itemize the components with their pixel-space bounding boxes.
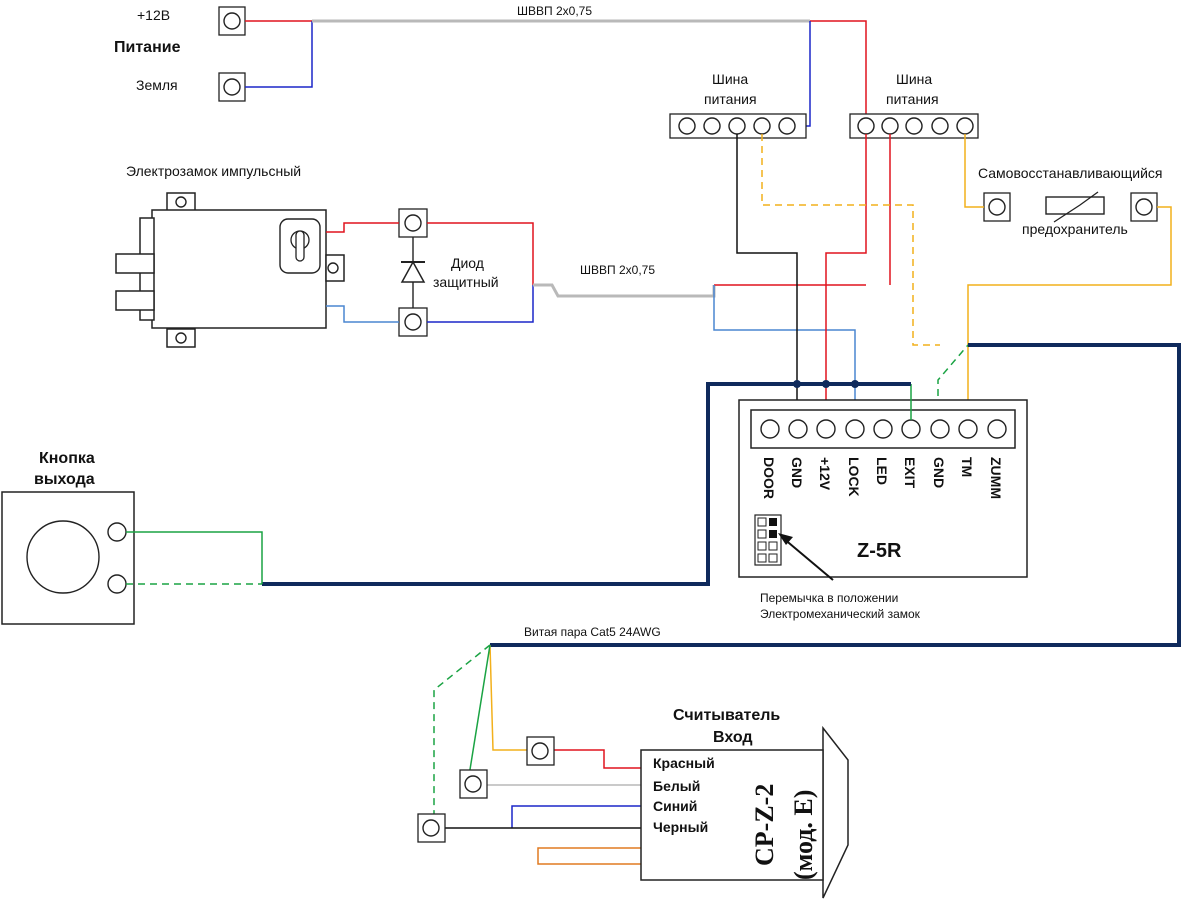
controller-z5r: DOOR GND +12V LOCK LED EXIT GND TM ZUMM … — [738, 399, 1028, 581]
pin-tm: TM — [959, 457, 975, 477]
diode-label-2: защитный — [433, 274, 499, 290]
reader-model-1: CP-Z-2 — [750, 784, 779, 866]
protection-diode: Диод защитный — [398, 208, 499, 337]
bus-left-label-1: Шина — [712, 71, 748, 87]
controller-power-wires — [736, 134, 1172, 420]
bus-right-label-2: питания — [886, 91, 939, 107]
reader-title-1: Считыватель — [673, 707, 780, 724]
reader-cable-label: Витая пара Cat5 24AWG — [524, 625, 661, 639]
lock-wires: ШВВП 2х0,75 — [326, 222, 866, 420]
reader-wires — [433, 644, 641, 865]
pin-lock: LOCK — [846, 457, 862, 497]
fuse: Самовосстанавливающийся предохранитель — [978, 165, 1163, 237]
ground-terminal — [218, 72, 246, 102]
impulse-lock: Электрозамок импульсный — [115, 163, 345, 348]
fuse-label-2: предохранитель — [1022, 221, 1128, 237]
plus12-label: +12В — [137, 7, 170, 23]
pin-exit: EXIT — [902, 457, 918, 489]
diode-label-1: Диод — [451, 255, 484, 271]
pin-zumm: ZUMM — [988, 457, 1004, 499]
power-bus-right: Шина питания — [849, 71, 979, 139]
controller-terminals — [760, 419, 1007, 439]
power-bus-left: Шина питания — [669, 71, 807, 139]
reader-wire-white: Белый — [653, 778, 700, 794]
jumper-note-2: Электромеханический замок — [760, 607, 921, 621]
reader-wire-black: Черный — [653, 819, 708, 835]
bus-right-label-1: Шина — [896, 71, 932, 87]
reader-terminals — [417, 736, 555, 843]
pin-door: DOOR — [761, 457, 777, 499]
jumper-block — [754, 514, 834, 581]
plus12-terminal — [218, 6, 246, 36]
pin-gnd-1: GND — [789, 457, 805, 488]
reader-cp-z2: Считыватель Вход Красный Белый Синий Чер… — [640, 707, 849, 899]
twisted-pair-cable: Витая пара Cat5 24AWG — [262, 343, 1181, 647]
reader-wire-blue: Синий — [653, 798, 697, 814]
bus-left-label-2: питания — [704, 91, 757, 107]
pin-12v: +12V — [817, 457, 833, 491]
reader-model-2: (мод. Е) — [789, 790, 818, 880]
ground-label: Земля — [136, 77, 178, 93]
lock-cable-label: ШВВП 2х0,75 — [580, 263, 655, 277]
reader-wire-red: Красный — [653, 755, 715, 771]
power-title: Питание — [114, 39, 181, 56]
power-supply: +12В Питание Земля — [114, 6, 246, 102]
lock-title: Электрозамок импульсный — [126, 163, 301, 179]
exit-button-label-2: выхода — [34, 471, 95, 488]
controller-model: Z-5R — [857, 540, 902, 562]
power-cable-label: ШВВП 2х0,75 — [517, 4, 592, 18]
pin-led: LED — [874, 457, 890, 485]
reader-title-2: Вход — [713, 729, 753, 746]
exit-button-label-1: Кнопка — [39, 450, 95, 467]
fuse-label-1: Самовосстанавливающийся — [978, 165, 1163, 181]
pin-gnd-2: GND — [931, 457, 947, 488]
exit-button: Кнопка выхода — [1, 450, 263, 625]
jumper-note-1: Перемычка в положении — [760, 591, 898, 605]
power-wires: ШВВП 2х0,75 — [245, 4, 867, 128]
